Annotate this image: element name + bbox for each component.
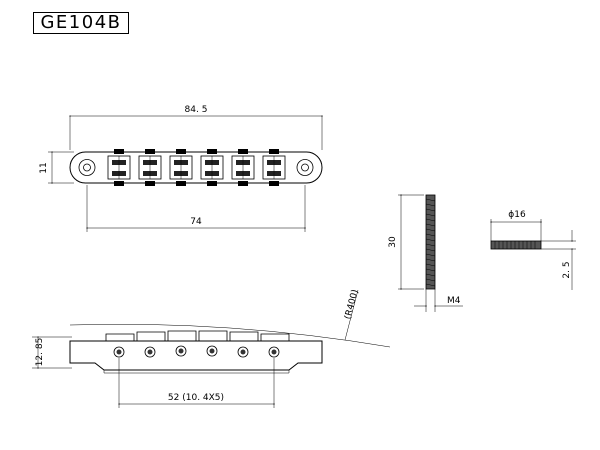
left-post-hole <box>78 159 96 176</box>
side-saddles <box>105 330 290 343</box>
screw <box>113 346 125 358</box>
bridge-body <box>69 151 323 184</box>
saddle <box>231 149 255 186</box>
post-length-label: 30 <box>388 236 398 248</box>
side-screws <box>113 345 280 358</box>
post-view: 30 M4 <box>388 194 463 312</box>
saddle <box>169 149 193 186</box>
side-bridge-body <box>69 340 323 371</box>
screw <box>206 345 218 357</box>
bridge-side-view: (R400) 12. 85 <box>32 288 391 408</box>
overall-length-label: 84. 5 <box>185 105 208 115</box>
wheel-diameter-label: ϕ16 <box>508 210 526 220</box>
side-height-label: 12. 85 <box>35 338 45 367</box>
screw <box>144 346 156 358</box>
saddle-group <box>107 149 286 186</box>
model-number-label: GE104B <box>33 12 129 34</box>
post-thread-label: M4 <box>447 296 461 306</box>
wheel-thickness-label: 2. 5 <box>562 261 572 278</box>
threaded-post <box>425 194 436 290</box>
bridge-top-view: 84. 5 11 <box>39 105 323 232</box>
saddle <box>262 149 286 186</box>
height-label: 11 <box>39 162 49 173</box>
screw <box>175 345 187 357</box>
thumbwheel <box>490 240 542 250</box>
radius-label: (R400) <box>343 288 361 320</box>
screw <box>237 346 249 358</box>
radius-arc <box>69 323 391 348</box>
thumbwheel-view: ϕ16 2. 5 <box>490 210 576 290</box>
saddle <box>200 149 224 186</box>
right-post-hole <box>296 159 314 176</box>
saddle <box>138 149 162 186</box>
saddle <box>107 149 131 186</box>
string-spacing-label: 52 (10. 4X5) <box>168 393 224 403</box>
screw <box>268 346 280 358</box>
post-spacing-label: 74 <box>190 217 202 227</box>
